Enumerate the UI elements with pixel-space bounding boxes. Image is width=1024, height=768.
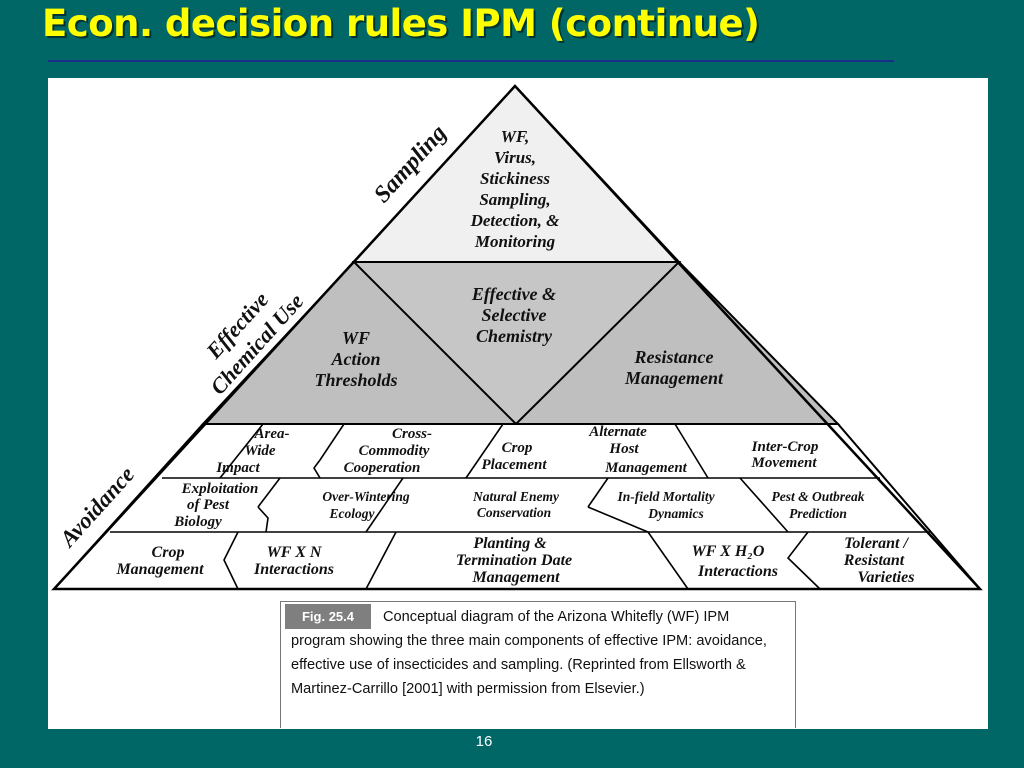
natural-enemy-line: Natural Enemy <box>472 489 560 504</box>
middle-left-line: WF <box>342 328 370 348</box>
page-number: 16 <box>475 733 493 750</box>
base-cell-lines <box>110 423 930 590</box>
middle-right-line: Resistance <box>634 347 714 367</box>
tolerant-line: Varieties <box>858 569 915 586</box>
wf-x-n-line: WF X N <box>267 544 323 561</box>
planting-line: Termination Date <box>456 552 572 569</box>
alternate-host-line: Alternate <box>588 424 647 440</box>
middle-left-line: Thresholds <box>314 370 397 390</box>
over-wintering-line: Ecology <box>329 506 376 521</box>
infield-mortality-line: Dynamics <box>647 506 704 521</box>
top-line: Detection, & <box>470 211 561 230</box>
slide-title: Econ. decision rules IPM (continue) <box>42 2 760 45</box>
top-line: WF, <box>501 127 530 146</box>
exploitation-line: of Pest <box>187 497 230 513</box>
middle-center-line: Chemistry <box>476 326 553 346</box>
tolerant-line: Resistant <box>843 552 905 569</box>
middle-divider-shape <box>351 261 682 426</box>
cross-commodity-line: Commodity <box>359 443 430 459</box>
tolerant-line: Tolerant / <box>844 535 909 552</box>
wf-x-n-line: Interactions <box>253 561 334 578</box>
crop-placement-line: Placement <box>482 457 548 473</box>
figure-label-badge: Fig. 25.4 <box>285 604 371 629</box>
wf-x-h2o-line: Interactions <box>697 563 778 580</box>
middle-center-line: Selective <box>482 305 547 325</box>
exploitation-line: Biology <box>173 514 222 530</box>
planting-line: Management <box>471 569 560 586</box>
figure-caption: Fig. 25.4 Conceptual diagram of the Ariz… <box>280 601 796 728</box>
pest-outbreak-line: Pest & Outbreak <box>772 489 865 504</box>
crop-management-line: Crop <box>152 544 185 561</box>
top-line: Stickiness <box>480 169 550 188</box>
title-underline <box>48 60 894 62</box>
area-wide-line: Impact <box>215 460 260 476</box>
cross-commodity-line: Cross- <box>392 426 432 442</box>
crop-management-line: Management <box>115 561 204 578</box>
middle-left-line: Action <box>330 349 380 369</box>
inter-crop-line: Movement <box>751 455 818 471</box>
middle-center-line: Effective & <box>471 284 556 304</box>
infield-mortality-line: In-field Mortality <box>616 489 715 504</box>
over-wintering-line: Over-Wintering <box>322 489 409 504</box>
top-line: Sampling, <box>479 190 550 209</box>
area-wide-line: Area- <box>254 426 290 442</box>
ipm-pyramid-diagram: Sampling Effective Chemical Use Avoidanc… <box>51 84 983 591</box>
wf-x-h2o-line: WF X H₂O <box>692 543 765 560</box>
pyramid-outline <box>51 84 983 591</box>
middle-right-line: Management <box>624 368 724 388</box>
natural-enemy-line: Conservation <box>477 505 551 520</box>
top-line: Virus, <box>494 148 536 167</box>
top-tier-text: WF, Virus, Stickiness Sampling, Detectio… <box>470 127 561 251</box>
planting-line: Planting & <box>472 535 547 552</box>
top-line: Monitoring <box>474 232 556 251</box>
cross-commodity-line: Cooperation <box>344 460 421 476</box>
base-tier-text: Area- Wide Impact Cross- Commodity Coope… <box>115 424 914 586</box>
area-wide-line: Wide <box>244 443 275 459</box>
pest-outbreak-line: Prediction <box>789 506 847 521</box>
figure-caption-text: Conceptual diagram of the Arizona Whitef… <box>291 609 767 697</box>
alternate-host-line: Host <box>608 441 639 457</box>
figure-panel: Sampling Effective Chemical Use Avoidanc… <box>48 78 988 729</box>
exploitation-line: Exploitation <box>181 481 259 497</box>
alternate-host-line: Management <box>604 460 688 476</box>
crop-placement-line: Crop <box>502 440 533 456</box>
middle-tier-text: Effective & Selective Chemistry WF Actio… <box>314 284 724 390</box>
inter-crop-line: Inter-Crop <box>751 439 819 455</box>
